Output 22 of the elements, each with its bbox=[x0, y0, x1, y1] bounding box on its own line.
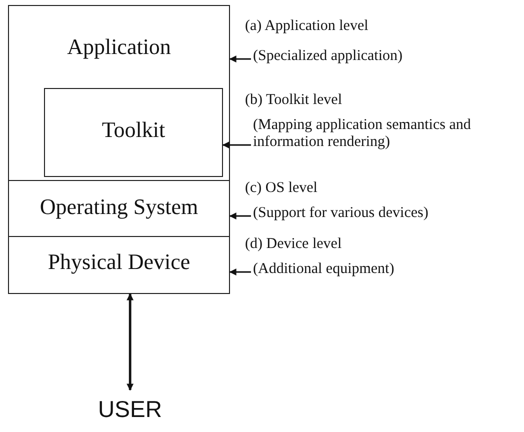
level-description: (Specialized application) bbox=[252, 48, 404, 65]
level-description: (Support for various devices) bbox=[252, 205, 430, 222]
layer-name: Toolkit bbox=[102, 117, 166, 143]
double-arrow bbox=[126, 293, 134, 391]
level-heading: (a) Application level bbox=[245, 18, 370, 35]
layer-box bbox=[8, 180, 230, 237]
layer-box bbox=[8, 236, 230, 294]
leader-arrow bbox=[229, 56, 251, 62]
layer-box bbox=[8, 5, 230, 181]
layer-name: Operating System bbox=[40, 194, 198, 220]
user-label: USER bbox=[90, 396, 170, 426]
layer-name: Application bbox=[67, 34, 171, 60]
level-heading: (d) Device level bbox=[245, 236, 343, 253]
level-description: (Additional equipment) bbox=[252, 261, 396, 278]
level-heading: (c) OS level bbox=[245, 180, 318, 197]
leader-arrow bbox=[229, 268, 251, 276]
level-description: (Mapping application semantics and information rendering) bbox=[252, 117, 472, 151]
level-heading: (b) Toolkit level bbox=[245, 92, 343, 109]
leader-arrow bbox=[222, 142, 251, 148]
layer-name: Physical Device bbox=[48, 249, 190, 275]
layer-box bbox=[44, 88, 223, 177]
leader-arrow bbox=[229, 212, 251, 220]
